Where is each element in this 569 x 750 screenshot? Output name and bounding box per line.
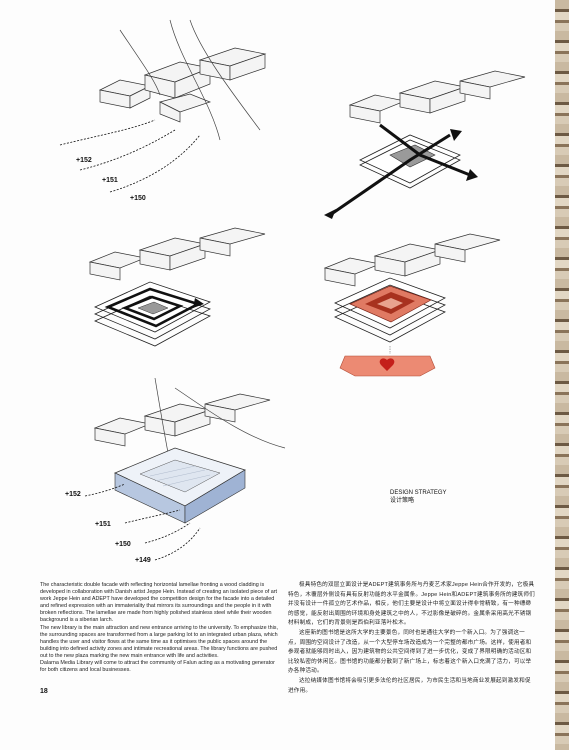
diagram-site-levels: +152 +151 +150 [59, 19, 280, 202]
english-paragraph-1: The characteristic double facade with re… [40, 582, 278, 624]
diagram-circulation-flows [320, 65, 545, 219]
design-strategy-caption: DESIGN STRATEGY 设计策略 [390, 489, 447, 505]
chinese-paragraph-2: 这座新的图书馆是这所大学的主要景色，同时也是通往大学的一个新入口。为了强调这一点… [288, 629, 532, 675]
caption-english: DESIGN STRATEGY [390, 490, 447, 496]
caption-chinese: 设计策略 [390, 498, 415, 504]
diagram-library-core [323, 228, 540, 398]
diagram-final-building: +152 +151 +150 +149 [55, 377, 295, 564]
chinese-paragraph-1: 极具特色的双层立面设计是ADEPT建筑事务所与丹麦艺术家Jeppe Hein合作… [288, 582, 535, 627]
level-label-151-final: +151 [95, 521, 111, 528]
page-number: 18 [40, 688, 48, 695]
level-label-152-final: +152 [65, 491, 81, 498]
english-paragraph-2: The new library is the main attraction a… [40, 624, 279, 659]
chinese-paragraph-3: 达拉纳媒体图书馆将会吸引更多法伦的社区居民，为市民生活和当地商业发展起到激发和促… [288, 677, 531, 694]
level-label-150: +150 [130, 195, 146, 202]
level-label-151: +151 [102, 177, 118, 184]
adjacent-page-edge [555, 0, 569, 750]
diagram-spiral-path [80, 222, 280, 357]
english-paragraph-3: Dalarna Media Library will come to attra… [40, 660, 275, 674]
level-label-149-final: +149 [135, 557, 151, 564]
level-label-152: +152 [76, 157, 92, 164]
body-text-english: The characteristic double facade with re… [40, 582, 280, 674]
body-text-chinese: 极具特色的双层立面设计是ADEPT建筑事务所与丹麦艺术家Jeppe Hein合作… [288, 581, 535, 696]
level-label-150-final: +150 [115, 541, 131, 548]
